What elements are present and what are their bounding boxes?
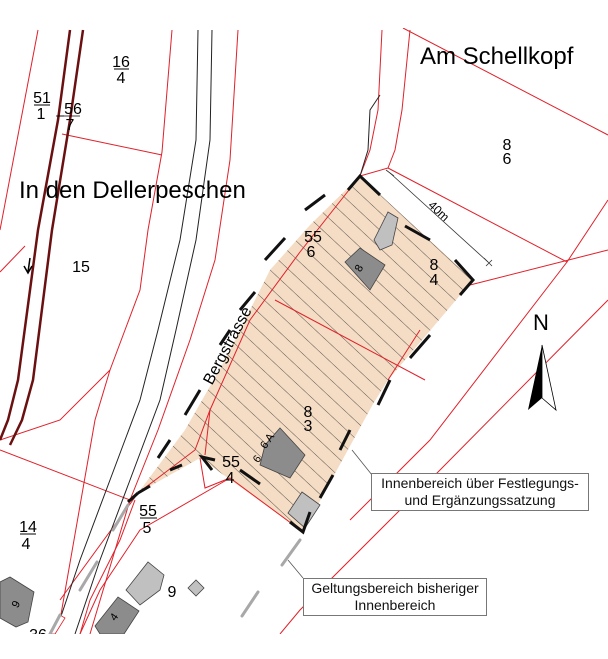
parcel-9: 9 (168, 584, 177, 601)
parcel-51-1-num: 51 (33, 90, 51, 107)
parcel-55-4-num: 55 (222, 454, 240, 471)
parcel-56-7-den: 7 (66, 117, 75, 134)
building-small (187, 579, 205, 597)
building-garage (287, 491, 321, 529)
parcel-56-7-num: 56 (64, 101, 82, 118)
north-arrow-icon (528, 345, 542, 410)
direction-arrow-icon (23, 257, 33, 275)
parcel-14-4-num: 14 (19, 519, 37, 536)
house-number-9: 9 (10, 599, 23, 610)
leader-line-1 (351, 449, 373, 476)
parcel-55-6-den: 6 (307, 244, 316, 261)
parcel-16-4-num: 16 (112, 54, 130, 71)
north-arrow-icon-right (541, 344, 557, 412)
parcel-8-4-num: 8 (430, 257, 439, 274)
parcel-8-3-num: 8 (304, 404, 313, 421)
building-8 (344, 247, 386, 291)
house-number-4: 4 (108, 611, 121, 623)
legend-geltungsbereich: Geltungsbereich bisheriger Innenbereich (303, 578, 487, 616)
north-label: N (533, 310, 549, 335)
scale-label: 40m (425, 198, 452, 224)
leader-line-2 (287, 559, 304, 579)
parcel-labels: 16 4 51 1 56 7 15 8 6 55 6 8 4 8 3 55 4 … (19, 54, 512, 644)
parcel-8-6-num: 8 (503, 137, 512, 154)
parcel-8-6-den: 6 (503, 151, 512, 168)
building-4 (94, 596, 140, 634)
parcel-55-5-den: 5 (143, 520, 152, 537)
parcel-15: 15 (72, 259, 90, 276)
buildings (0, 211, 399, 634)
building-6a (259, 427, 306, 479)
building-shed (373, 211, 399, 251)
parcel-8-4-den: 4 (430, 272, 439, 289)
parcel-8-3-den: 3 (304, 418, 313, 435)
road-lines (54, 29, 381, 634)
parcel-51-1-den: 1 (37, 106, 46, 123)
house-number-6: 6 (251, 453, 264, 465)
legend-geltungsbereich-text: Geltungsbereich bisheriger Innenbereich (311, 580, 479, 613)
road-edges (0, 29, 85, 446)
building-9-right (125, 561, 165, 606)
parcel-16-4-den: 4 (117, 70, 126, 87)
legend-innenbereich: Innenbereich über Festlegungs- und Ergän… (371, 473, 589, 511)
parcel-36: 36 (29, 627, 47, 644)
old-boundary-dashes (48, 503, 302, 634)
parcel-55-5-num: 55 (139, 503, 157, 520)
house-number-8: 8 (353, 263, 366, 274)
place-am-schellkopf: Am Schellkopf (420, 43, 574, 70)
innenbereich-area (138, 176, 473, 532)
parcel-55-4-den: 4 (226, 470, 235, 487)
building-9-left (0, 576, 35, 628)
parcel-55-6-num: 55 (304, 229, 322, 246)
place-in-den-dellerpeschen: In den Dellerpeschen (19, 177, 246, 204)
parcel-14-4-den: 4 (22, 536, 31, 553)
north-arrow: N (528, 310, 557, 412)
legend-innenbereich-text: Innenbereich über Festlegungs- und Ergän… (381, 475, 579, 508)
innenbereich-boundary-dashes (126, 173, 476, 535)
